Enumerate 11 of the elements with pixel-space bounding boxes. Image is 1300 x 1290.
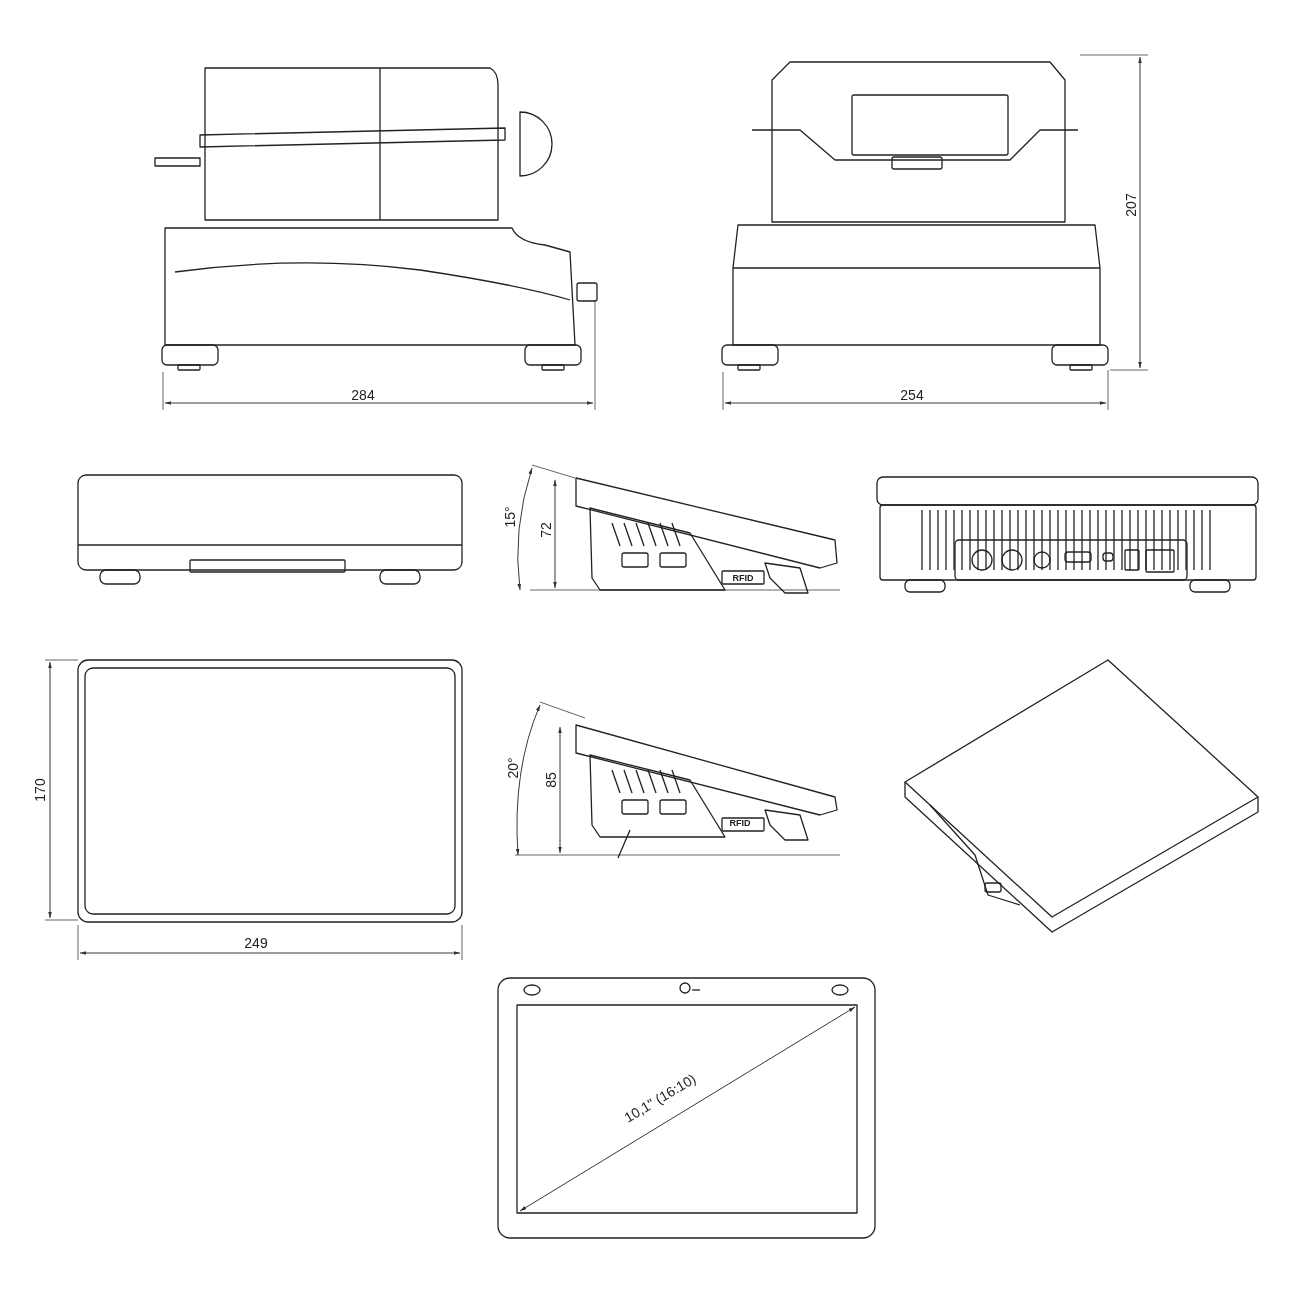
dimension-label: 85 [544, 772, 558, 788]
dimension-label: 207 [1124, 193, 1138, 217]
angle-label: 15° [503, 506, 517, 528]
dimension-label: 72 [539, 522, 553, 538]
angle-label: 20° [506, 757, 520, 779]
port-label: RFID [732, 573, 754, 583]
dimension-label: 170 [33, 778, 47, 802]
dimension-label: 254 [900, 388, 924, 402]
dimension-label: 284 [351, 388, 375, 402]
dimension-label: 249 [244, 936, 268, 950]
port-label: RFID [729, 818, 751, 828]
